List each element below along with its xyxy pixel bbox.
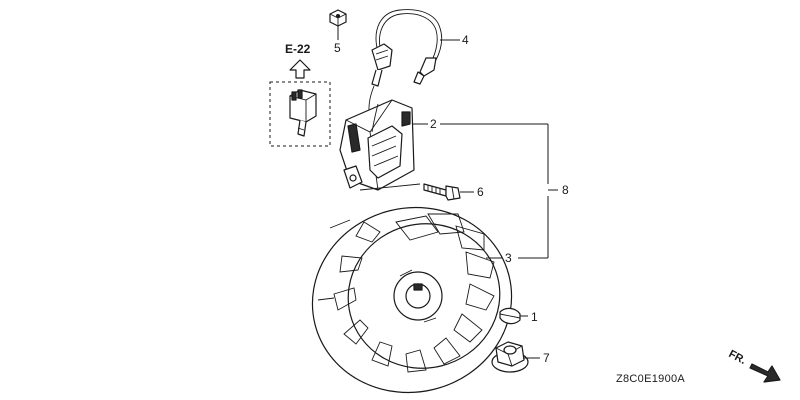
callout-6[interactable]: 6 xyxy=(477,185,484,199)
arrow-up-icon xyxy=(289,59,311,79)
part-7-flange-nut[interactable] xyxy=(491,341,529,373)
part-4-spark-plug-cap-lead[interactable] xyxy=(368,9,443,133)
callout-4[interactable]: 4 xyxy=(462,33,469,47)
drawing-code: Z8C0E1900A xyxy=(616,373,685,385)
callout-7[interactable]: 7 xyxy=(543,351,550,365)
part-3-flywheel[interactable] xyxy=(293,187,532,400)
part-1-key[interactable] xyxy=(499,307,521,325)
front-direction-indicator: FR. xyxy=(727,348,781,383)
arrow-right-down-icon xyxy=(749,363,781,383)
reference-box-e22[interactable]: E-22 xyxy=(269,42,331,147)
callout-2[interactable]: 2 xyxy=(430,117,437,131)
part-2-ignition-coil[interactable] xyxy=(339,99,421,191)
part-6-bolt[interactable] xyxy=(423,183,461,201)
callout-8[interactable]: 8 xyxy=(562,183,569,197)
reference-label: E-22 xyxy=(285,42,311,56)
leader-lines xyxy=(337,30,558,359)
part-5-clamp[interactable] xyxy=(329,9,347,36)
front-label: FR. xyxy=(727,348,748,367)
callout-3[interactable]: 3 xyxy=(505,251,512,265)
kill-switch-part-icon xyxy=(289,89,317,137)
dashed-frame xyxy=(269,81,331,147)
callout-1[interactable]: 1 xyxy=(531,310,538,324)
callout-5[interactable]: 5 xyxy=(334,41,341,55)
